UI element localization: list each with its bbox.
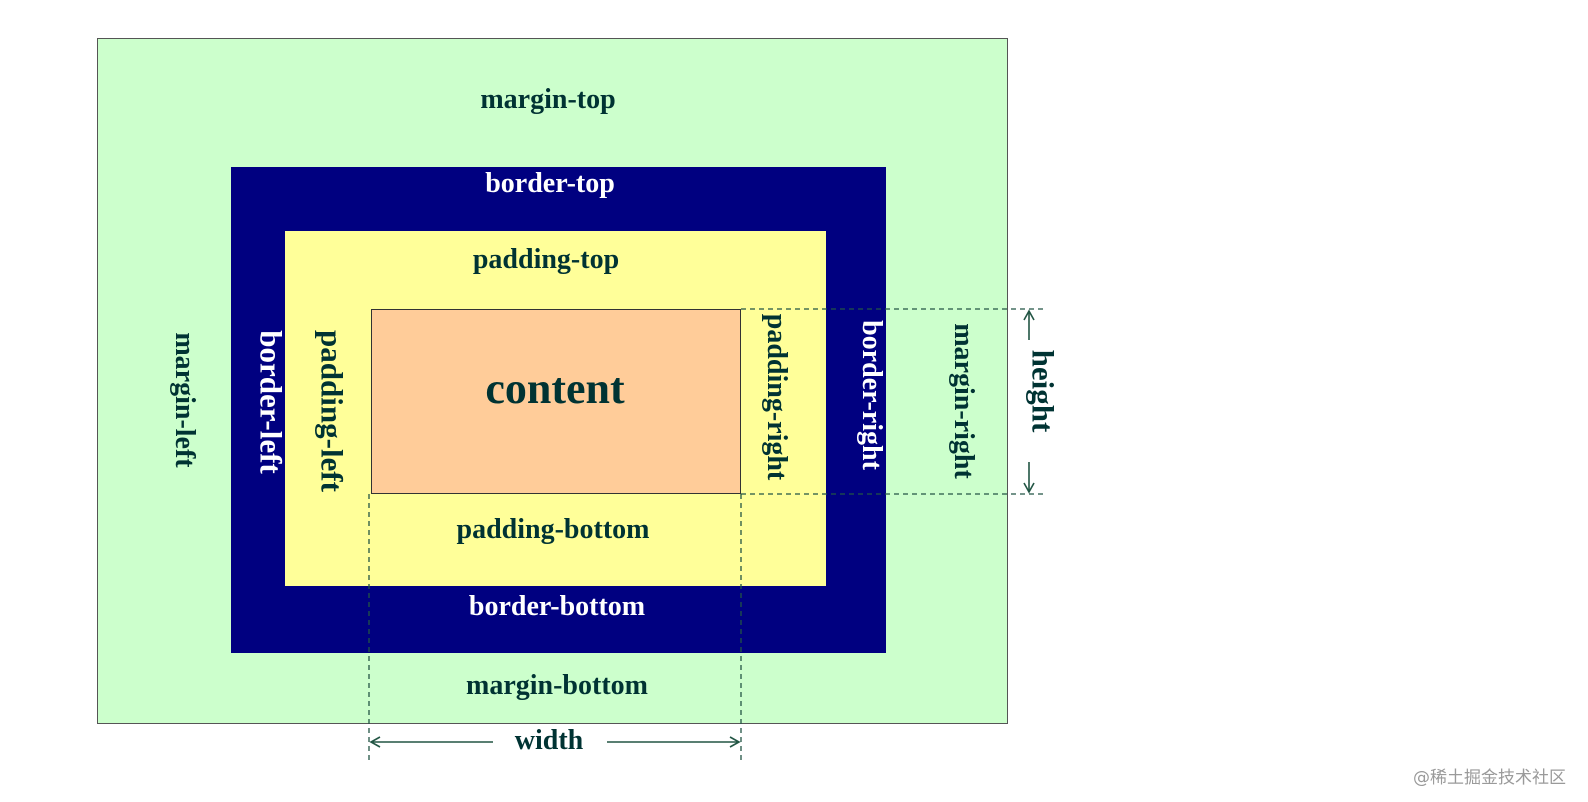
margin-right-label: margin-right [948, 323, 979, 479]
margin-left-label: margin-left [169, 332, 200, 468]
height-label: height [1025, 349, 1061, 433]
border-right-label: border-right [856, 320, 887, 470]
width-label: width [514, 725, 584, 756]
border-bottom-label: border-bottom [468, 591, 646, 622]
watermark-text: @稀土掘金技术社区 [1413, 768, 1566, 788]
content-label: content [485, 364, 625, 413]
width-arrowhead-left [369, 736, 381, 748]
margin-bottom-label: margin-bottom [466, 670, 648, 701]
padding-top-label: padding-top [472, 244, 620, 275]
border-left-label: border-left [253, 330, 289, 474]
padding-left-label: padding-left [314, 330, 350, 492]
height-arrowhead-top [1023, 309, 1035, 321]
height-arrowhead-bottom [1023, 482, 1035, 494]
padding-bottom-label: padding-bottom [456, 514, 650, 545]
content-area [371, 309, 741, 494]
border-top-label: border-top [485, 168, 615, 199]
margin-top-label: margin-top [480, 84, 616, 115]
width-arrowhead-right [729, 736, 741, 748]
padding-right-label: padding-right [761, 313, 792, 481]
